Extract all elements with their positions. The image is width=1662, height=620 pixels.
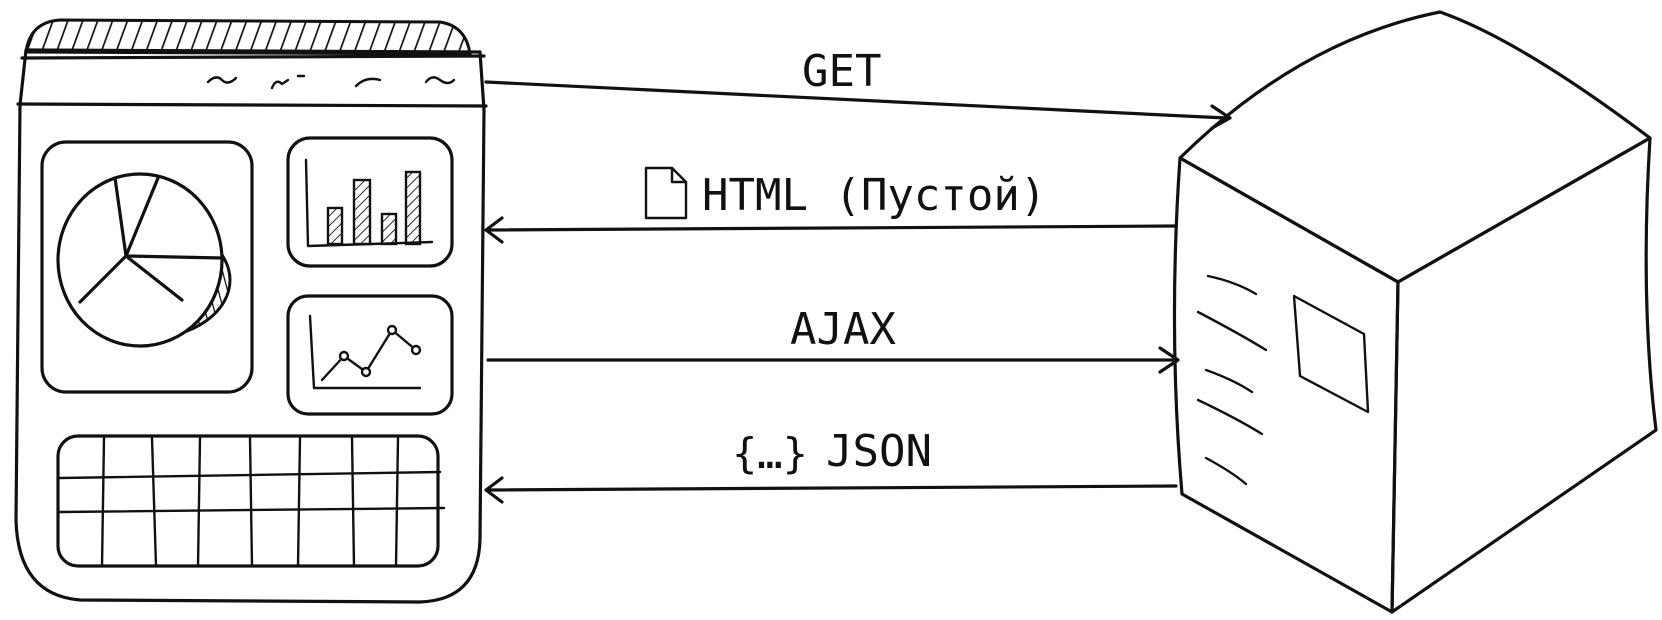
server-drive-bay-icon: [1292, 294, 1370, 414]
pie-chart-panel: [40, 140, 254, 394]
arrow-ajax: AJAX: [486, 304, 1180, 374]
server-top-face: [1178, 10, 1652, 284]
json-braces-icon: {…}: [732, 429, 808, 478]
arrow-ajax-label: AJAX: [790, 304, 896, 355]
arrow-get: GET: [484, 46, 1232, 130]
document-icon: [644, 166, 688, 220]
browser-frame: [14, 48, 486, 604]
server-front-face: [1172, 156, 1400, 614]
browser-window: [14, 18, 488, 604]
bar-chart-panel: [286, 136, 454, 268]
arrow-json: {…} JSON: [484, 426, 1178, 504]
arrow-html-label: HTML (Пустой): [702, 170, 1046, 221]
bar-chart-icon: [304, 158, 434, 248]
pie-chart-icon: [56, 172, 232, 348]
data-table-icon: [56, 434, 446, 568]
arrow-html: HTML (Пустой): [484, 166, 1178, 244]
window-controls-icon: [206, 74, 456, 90]
line-chart-icon: [308, 314, 422, 390]
arrow-json-label: JSON: [826, 426, 932, 477]
line-chart-panel: [286, 294, 454, 416]
server-vents-icon: [1196, 274, 1268, 486]
server-side-face: [1390, 136, 1658, 614]
browser-title-bar: [24, 18, 472, 56]
server-cube: [1172, 10, 1658, 614]
arrow-get-label: GET: [802, 46, 881, 97]
